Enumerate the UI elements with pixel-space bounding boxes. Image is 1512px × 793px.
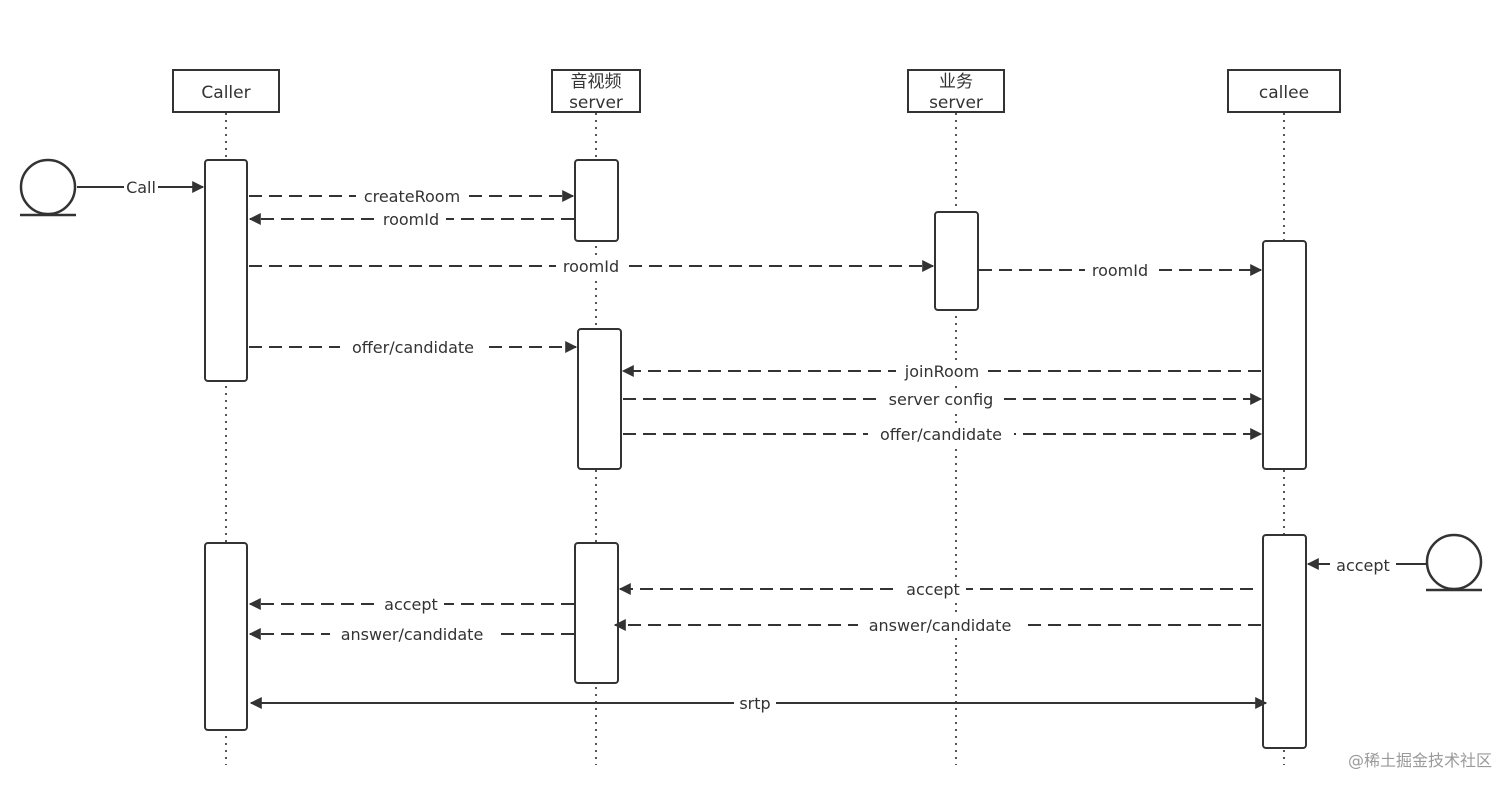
message-answer-candidate-to-server-label: answer/candidate — [869, 616, 1012, 635]
message-create-room: createRoom — [249, 186, 575, 206]
message-answer-candidate-to-caller-label: answer/candidate — [341, 625, 484, 644]
message-offer-candidate-callee-label: offer/candidate — [880, 425, 1002, 444]
message-server-config: server config — [623, 389, 1263, 409]
message-answer-candidate-to-caller: answer/candidate — [248, 624, 574, 644]
message-srtp-label: srtp — [739, 694, 770, 713]
activation-caller-1 — [204, 159, 248, 382]
message-accept-to-server-label: accept — [906, 580, 960, 599]
participant-av-server: 音视频 server — [551, 69, 641, 113]
message-room-id-return-label: roomId — [383, 210, 439, 229]
message-room-id-to-callee-label: roomId — [1092, 261, 1148, 280]
participant-av-server-label-line1: 音视频 — [571, 72, 622, 92]
participant-callee: callee — [1227, 69, 1341, 113]
message-create-room-label: createRoom — [364, 187, 460, 206]
participant-biz-server-label-line1: 业务 — [939, 72, 973, 92]
message-srtp: srtp — [249, 693, 1268, 713]
message-join-room-label: joinRoom — [904, 362, 979, 381]
participant-biz-server-label-line2: server — [929, 93, 983, 113]
message-accept-from-actor: accept — [1306, 555, 1426, 575]
message-room-id-return: roomId — [248, 209, 574, 229]
message-room-id-to-callee: roomId — [979, 260, 1263, 280]
activation-callee-1 — [1262, 240, 1307, 470]
actor-callee-user — [1425, 533, 1483, 592]
message-offer-candidate-caller-label: offer/candidate — [352, 338, 474, 357]
participant-av-server-label-line2: server — [569, 93, 623, 113]
activation-callee-2 — [1262, 534, 1307, 749]
message-accept-to-caller: accept — [248, 594, 574, 614]
activation-biz-server-1 — [934, 211, 979, 311]
message-call-label: Call — [126, 178, 156, 197]
participant-biz-server: 业务 server — [907, 69, 1005, 113]
message-answer-candidate-to-server: answer/candidate — [613, 615, 1261, 635]
activation-av-server-3 — [574, 542, 619, 684]
message-accept-to-server: accept — [618, 579, 1253, 599]
message-offer-candidate-callee: offer/candidate — [623, 424, 1263, 444]
participant-callee-label: callee — [1259, 83, 1309, 103]
message-room-id-to-biz: roomId — [249, 256, 935, 276]
message-accept-to-caller-label: accept — [384, 595, 438, 614]
message-room-id-to-biz-label: roomId — [563, 257, 619, 276]
activation-caller-2 — [204, 542, 248, 731]
message-accept-from-actor-label: accept — [1336, 556, 1390, 575]
watermark: @稀土掘金技术社区 — [1347, 751, 1492, 770]
participant-caller-label: Caller — [201, 83, 250, 103]
participant-caller: Caller — [172, 69, 280, 113]
message-offer-candidate-caller: offer/candidate — [249, 337, 578, 357]
activation-av-server-1 — [574, 159, 619, 242]
actor-caller-user — [19, 158, 77, 217]
message-server-config-label: server config — [889, 390, 994, 409]
message-call: Call — [77, 177, 205, 197]
message-join-room: joinRoom — [621, 361, 1261, 381]
activation-av-server-2 — [577, 328, 622, 470]
